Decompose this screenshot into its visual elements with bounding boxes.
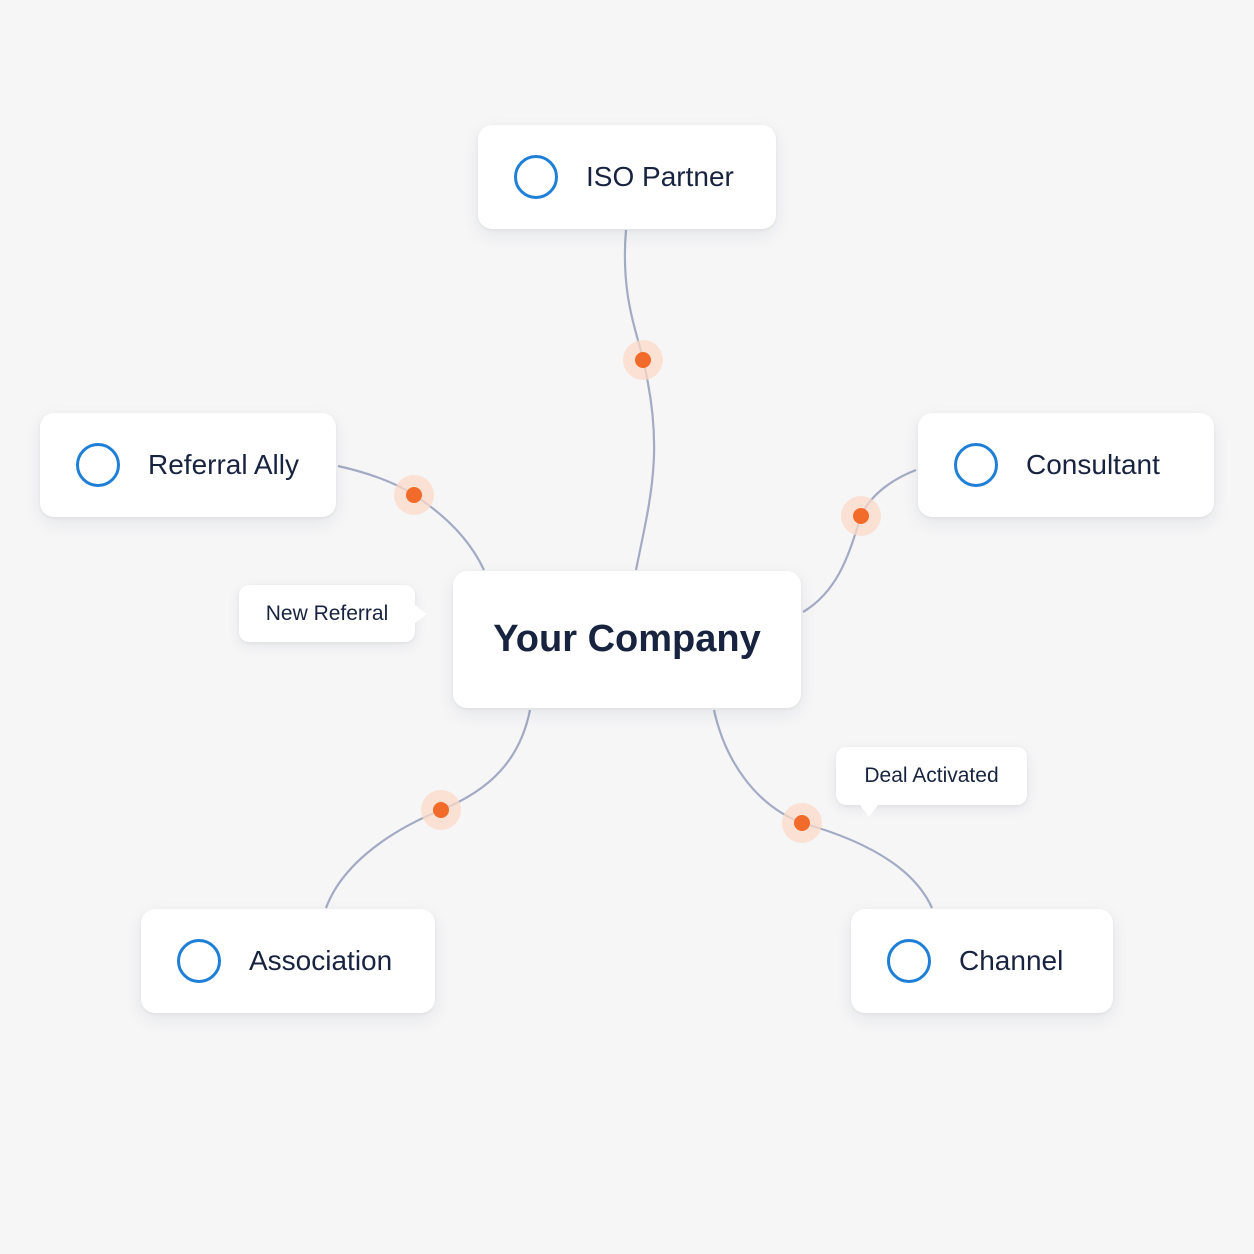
circle-outline-icon — [887, 939, 931, 983]
circle-outline-icon — [76, 443, 120, 487]
node-label: Channel — [959, 945, 1064, 976]
signal-dot-association — [421, 790, 461, 830]
edge-consultant — [802, 468, 917, 613]
callout-tail — [415, 605, 427, 623]
node-label: Association — [249, 945, 393, 976]
callout-tail — [860, 805, 878, 817]
edge-channel — [712, 709, 934, 909]
callout-new-referral: New Referral — [239, 585, 427, 642]
node-label: ISO Partner — [586, 161, 734, 192]
node-association[interactable]: Association — [141, 909, 435, 1013]
callout-label: Deal Activated — [864, 764, 999, 787]
node-channel[interactable]: Channel — [851, 909, 1113, 1013]
center-node-label: Your Company — [493, 618, 761, 660]
circle-outline-icon — [514, 155, 558, 199]
center-node[interactable]: Your Company — [453, 571, 801, 708]
node-iso-partner[interactable]: ISO Partner — [478, 125, 776, 229]
signal-dot-consultant — [841, 496, 881, 536]
circle-outline-icon — [954, 443, 998, 487]
signal-dot-iso-partner — [623, 340, 663, 380]
signal-dot-channel — [782, 803, 822, 843]
node-consultant[interactable]: Consultant — [918, 413, 1214, 517]
circle-outline-icon — [177, 939, 221, 983]
callout-deal-activated: Deal Activated — [836, 747, 1027, 817]
signal-dot-referral-ally — [394, 475, 434, 515]
node-label: Referral Ally — [148, 449, 299, 480]
node-referral-ally[interactable]: Referral Ally — [40, 413, 336, 517]
edge-iso-partner — [623, 229, 656, 571]
callout-label: New Referral — [265, 601, 389, 625]
node-label: Consultant — [1026, 449, 1160, 480]
